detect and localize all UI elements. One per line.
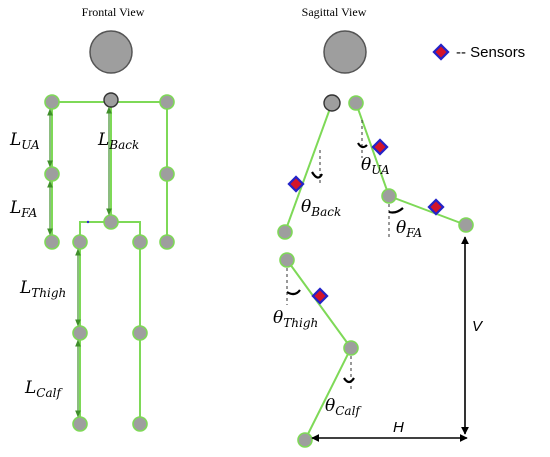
sensor-upper-arm bbox=[371, 138, 389, 156]
label-upper-arm: LUA bbox=[9, 130, 40, 152]
frontal-left-wrist-joint bbox=[44, 234, 60, 250]
legend-sensor-icon bbox=[432, 43, 450, 61]
sagittal-head bbox=[323, 30, 367, 74]
forearm-angle-arc bbox=[388, 207, 404, 214]
stray-dot bbox=[86, 220, 90, 224]
label-back: LBack bbox=[97, 130, 139, 152]
label-theta-back: θBack bbox=[301, 197, 341, 219]
vertical-distance-label: V bbox=[472, 318, 484, 335]
frontal-right-wrist-joint bbox=[159, 234, 175, 250]
label-theta-forearm: θFA bbox=[396, 218, 423, 240]
frontal-skeleton: LUA LFA LBack LThigh LCalf bbox=[9, 30, 175, 432]
sagittal-skeleton: V H θBack θUA θFA θThigh θCalf bbox=[273, 30, 484, 448]
label-calf: LCalf bbox=[24, 378, 63, 400]
sagittal-hip-joint bbox=[279, 252, 295, 268]
sagittal-ankle-joint bbox=[297, 432, 313, 448]
frontal-pelvis-joint bbox=[103, 214, 119, 230]
sagittal-back bbox=[284, 102, 333, 233]
sagittal-neck-joint bbox=[323, 94, 341, 112]
sagittal-pelvis-joint bbox=[277, 224, 293, 240]
sensor-thigh bbox=[311, 287, 329, 305]
legend-label: -- Sensors bbox=[456, 44, 525, 61]
horizontal-distance-label: H bbox=[393, 419, 404, 436]
sensor-back bbox=[287, 175, 305, 193]
frontal-view-title: Frontal View bbox=[82, 5, 145, 19]
frontal-neck-joint bbox=[103, 92, 119, 108]
frontal-right-knee-joint bbox=[132, 325, 148, 341]
frontal-left-elbow-joint bbox=[44, 166, 60, 182]
label-forearm: LFA bbox=[9, 198, 38, 220]
frontal-right-shoulder-joint bbox=[159, 94, 175, 110]
label-thigh: LThigh bbox=[19, 278, 66, 300]
sagittal-shoulder-joint bbox=[348, 95, 364, 111]
label-theta-thigh: θThigh bbox=[273, 308, 318, 330]
back-angle-arc bbox=[311, 171, 323, 179]
thigh-angle-arc bbox=[286, 289, 301, 296]
calf-angle-arc bbox=[343, 377, 355, 384]
sagittal-knee-joint bbox=[343, 340, 359, 356]
sagittal-view-title: Sagittal View bbox=[302, 5, 367, 19]
frontal-left-shoulder-joint bbox=[44, 94, 60, 110]
frontal-left-knee-joint bbox=[72, 325, 88, 341]
frontal-head bbox=[89, 30, 133, 74]
frontal-left-ankle-joint bbox=[72, 416, 88, 432]
frontal-right-ankle-joint bbox=[132, 416, 148, 432]
frontal-right-elbow-joint bbox=[159, 166, 175, 182]
label-theta-calf: θCalf bbox=[325, 396, 362, 418]
upper-arm-angle-arc bbox=[357, 142, 368, 149]
frontal-left-hip-joint bbox=[72, 234, 88, 250]
sagittal-wrist-joint bbox=[458, 217, 474, 233]
label-theta-upper-arm: θUA bbox=[361, 155, 390, 177]
frontal-right-hip-joint bbox=[132, 234, 148, 250]
sagittal-elbow-joint bbox=[381, 188, 397, 204]
sensor-forearm bbox=[427, 198, 445, 216]
